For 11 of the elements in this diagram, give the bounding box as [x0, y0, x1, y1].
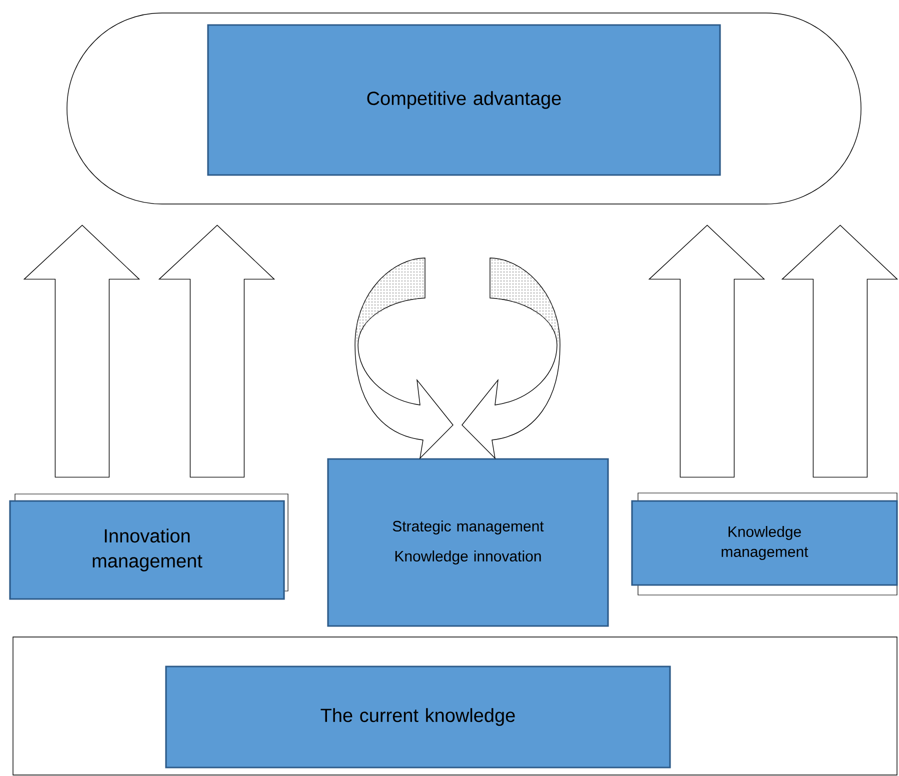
curved-arrow — [462, 258, 560, 459]
text-box: Knowledge management — [631, 500, 898, 586]
block-arrow — [23, 224, 140, 478]
block-arrow — [158, 224, 276, 478]
text-box: The current knowledge — [165, 666, 671, 768]
text-box: Competitive advantage — [207, 24, 721, 176]
curved-arrow — [354, 258, 454, 459]
block-arrow — [781, 224, 898, 478]
text-box: Strategic management Knowledge innovation — [327, 458, 609, 627]
text-box: Innovation management — [9, 500, 285, 600]
block-arrow — [648, 224, 766, 478]
